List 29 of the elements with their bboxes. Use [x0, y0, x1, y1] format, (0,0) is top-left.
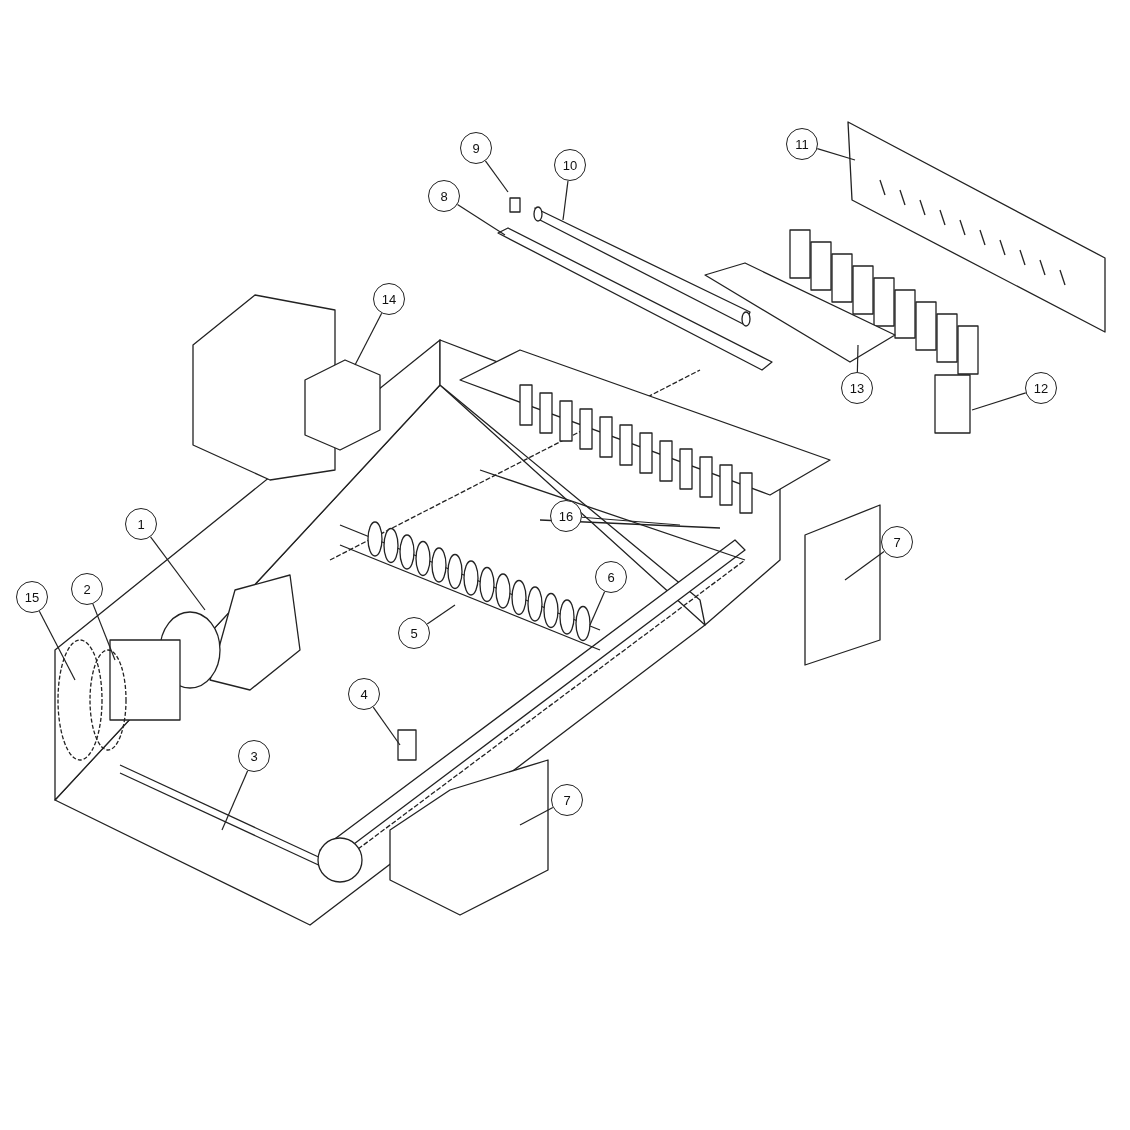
leader-line [844, 550, 885, 581]
leader-line [426, 604, 456, 625]
leader-line [484, 160, 509, 193]
callout-number: 7 [881, 526, 913, 558]
leader-line [38, 610, 76, 681]
callout-number: 8 [428, 180, 460, 212]
leader-line [589, 591, 606, 626]
callout-number: 13 [841, 372, 873, 404]
leader-line [816, 148, 856, 161]
callout-number: 14 [373, 283, 405, 315]
leader-line [372, 706, 401, 746]
leader-line [562, 180, 569, 221]
leader-line [519, 806, 554, 826]
leader-line [92, 603, 116, 661]
callout-number: 1 [125, 508, 157, 540]
callout-number: 2 [71, 573, 103, 605]
callout-number: 10 [554, 149, 586, 181]
leader-line [354, 312, 383, 366]
callout-number: 9 [460, 132, 492, 164]
leader-line [581, 516, 681, 526]
leader-line [971, 392, 1027, 411]
callout-number: 7 [551, 784, 583, 816]
leader-line [149, 536, 206, 611]
leader-line [456, 204, 506, 236]
leader-line [856, 344, 859, 373]
leader-line [221, 770, 249, 831]
callout-number: 15 [16, 581, 48, 613]
callout-number: 11 [786, 128, 818, 160]
callout-number: 12 [1025, 372, 1057, 404]
